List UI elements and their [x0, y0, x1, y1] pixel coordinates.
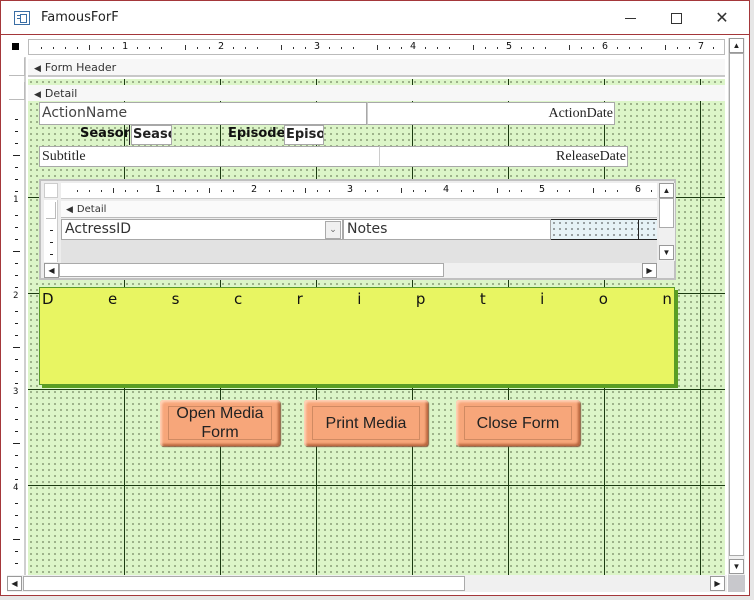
close-window-button[interactable]: ✕	[699, 1, 745, 35]
scroll-right-icon[interactable]: ▶	[642, 263, 657, 278]
season-label: Season	[80, 125, 130, 145]
notes-field[interactable]: Notes	[343, 219, 551, 240]
close-icon: ✕	[715, 10, 729, 27]
section-arrow-icon: ◀	[66, 205, 73, 215]
form-header-label: Form Header	[44, 61, 117, 74]
scroll-up-icon[interactable]: ▲	[659, 183, 674, 198]
ruler-label: 1	[122, 41, 129, 52]
ruler-label: 2	[251, 184, 258, 195]
release-date-field[interactable]: ReleaseDate	[379, 146, 628, 167]
ruler-label: 1	[13, 195, 19, 205]
subform-selector[interactable]	[44, 183, 58, 198]
scrollbar-corner	[728, 575, 745, 592]
scroll-up-icon[interactable]: ▲	[729, 38, 744, 53]
button-label: Close Form	[476, 414, 560, 432]
section-arrow-icon: ◀	[34, 64, 41, 74]
detail-selector[interactable]	[9, 82, 25, 100]
subform-detail-body: ActressID ⌄ Notes	[61, 219, 657, 263]
maximize-icon	[670, 12, 682, 24]
subform-ruler: 1 2 3 4 5 6	[61, 183, 657, 199]
actresses-subform[interactable]: 1 2 3 4 5 6 ◀Detail ActressID ⌄	[39, 179, 676, 280]
action-date-field[interactable]: ActionDate	[367, 102, 615, 125]
minimize-icon	[624, 17, 636, 19]
form-selector[interactable]	[10, 41, 22, 53]
horizontal-scrollbar[interactable]: ◀ ▶	[7, 575, 727, 592]
ruler-label: 6	[635, 184, 642, 195]
ruler-label: 2	[13, 291, 19, 301]
subform-horizontal-scrollbar[interactable]: ◀ ▶	[44, 263, 658, 278]
season-field[interactable]: Seasc	[131, 125, 172, 145]
section-arrow-icon: ◀	[34, 90, 41, 100]
form-icon	[14, 11, 30, 25]
ruler-label: 4	[13, 483, 19, 493]
window-title: FamousForF	[41, 10, 119, 25]
scroll-right-icon[interactable]: ▶	[710, 576, 725, 591]
scroll-thumb[interactable]	[729, 53, 744, 556]
vertical-ruler[interactable]: 1 2 3 4	[8, 57, 26, 575]
action-name-field[interactable]: ActionName	[39, 102, 367, 125]
ruler-label: 3	[314, 41, 321, 52]
horizontal-ruler[interactable]: 1 2 3 4 5 6 7	[28, 39, 725, 55]
ruler-label: 5	[506, 41, 513, 52]
scroll-down-icon[interactable]: ▼	[659, 245, 674, 260]
form-header-grid	[28, 79, 725, 85]
scroll-thumb[interactable]	[59, 263, 444, 277]
chevron-down-icon[interactable]: ⌄	[325, 221, 341, 239]
actress-id-label: ActressID	[65, 221, 132, 237]
minimize-button[interactable]	[607, 1, 653, 35]
scroll-thumb[interactable]	[659, 198, 674, 228]
episode-field[interactable]: Episo	[284, 125, 324, 145]
print-media-button[interactable]: Print Media	[304, 400, 428, 446]
form-header-bar[interactable]: ◀Form Header	[28, 59, 725, 77]
ruler-label: 6	[602, 41, 609, 52]
scroll-down-icon[interactable]: ▼	[729, 559, 744, 574]
subform-detail-label: Detail	[76, 204, 107, 215]
scroll-left-icon[interactable]: ◀	[7, 576, 22, 591]
subform-detail-bar[interactable]: ◀Detail	[61, 201, 657, 218]
ruler-label: 2	[218, 41, 225, 52]
ruler-label: 3	[13, 387, 19, 397]
ruler-label: 3	[347, 184, 354, 195]
vertical-scrollbar[interactable]: ▲ ▼	[728, 38, 745, 577]
button-label: Print Media	[325, 414, 407, 432]
episode-label: Episode	[228, 126, 284, 141]
button-label-line1: Open Media	[176, 405, 264, 422]
subform-vertical-ruler	[44, 200, 58, 262]
subform-grid-area	[639, 219, 657, 240]
ruler-label: 1	[155, 184, 162, 195]
ruler-label: 5	[539, 184, 546, 195]
actress-id-combo[interactable]: ActressID ⌄	[61, 219, 343, 240]
close-form-button[interactable]: Close Form	[456, 400, 580, 446]
subform-vertical-scrollbar[interactable]: ▲ ▼	[659, 183, 675, 261]
ruler-label: 7	[698, 41, 705, 52]
title-bar: FamousForF ✕	[1, 1, 749, 35]
maximize-button[interactable]	[653, 1, 699, 35]
form-header-selector[interactable]	[9, 58, 25, 76]
subtitle-field[interactable]: Subtitle	[39, 146, 381, 167]
scroll-left-icon[interactable]: ◀	[44, 263, 59, 278]
scroll-thumb[interactable]	[23, 576, 465, 591]
detail-label: Detail	[44, 87, 78, 100]
subform-grid-area	[551, 219, 639, 240]
ruler-label: 4	[443, 184, 450, 195]
ruler-label: 4	[410, 41, 417, 52]
button-label-line2: Form	[201, 424, 239, 441]
